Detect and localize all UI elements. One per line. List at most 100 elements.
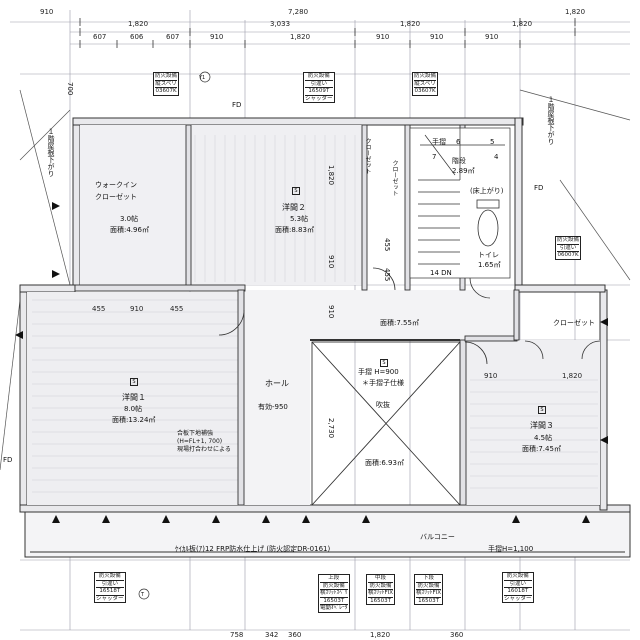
room3-marker: S: [538, 403, 546, 414]
tag3-l1: 防火設備: [414, 73, 437, 79]
tag6-l1: 防火設備: [320, 581, 348, 590]
tag8-l1: 防火設備: [416, 581, 442, 589]
void-marker: S: [380, 356, 388, 367]
tag7-l2: 横ｽﾘｯﾄFIX: [368, 589, 394, 596]
stairs-step-7: 7: [432, 153, 437, 161]
room2-s-marker: S: [292, 187, 300, 195]
floor-board-lines: [32, 135, 598, 493]
dim-row2-b: 3,033: [270, 20, 291, 28]
balcony-outline: [24, 511, 631, 558]
roof-down-right: １階屋根下がり: [547, 96, 555, 145]
dim-closet-455b: 455: [170, 305, 184, 313]
void-rail: 手摺 H=900: [358, 368, 399, 376]
balcony-rail: 手摺H=1,100: [488, 545, 534, 553]
window-markers: [15, 202, 608, 523]
dim-bottom-758: 758: [230, 631, 244, 639]
dim-row2-a: 1,820: [128, 20, 149, 28]
room-walkin-area: 面積:4.96㎡: [110, 226, 149, 234]
dim-v-910: 910: [327, 255, 335, 269]
tag1-l3: 03607K: [155, 87, 178, 94]
dim-bottom-360: 360: [288, 631, 302, 639]
section-markers: [138, 71, 211, 600]
section-y1-label: Y1: [199, 75, 206, 81]
toilet-fixture: [476, 199, 500, 247]
tag2-l2: 引違い: [305, 79, 333, 88]
tag5-l4: シャッター: [96, 594, 124, 602]
balcony-note: ｹｲｶﾙ板(ｱ)12 FRP防水仕上げ (防火認定DR-0161): [175, 545, 331, 553]
dim-row3-a: 607: [93, 33, 107, 41]
tag6-l2: 横ｽﾘｯﾄｽﾍﾞﾘ: [320, 589, 348, 596]
toilet-area: 1.65㎡: [478, 261, 501, 269]
window-tag-2: 防火設備 引違い 16509T シャッター: [303, 72, 335, 103]
tag2-l1: 防火設備: [307, 73, 330, 79]
dim-top-1820: 1,820: [565, 8, 586, 16]
void-area: [310, 339, 461, 506]
balcony-name: バルコニー: [420, 533, 455, 541]
tag7-l1: 防火設備: [368, 581, 394, 589]
fd-label-left: FD: [3, 456, 13, 464]
tag1-l1: 防火設備: [155, 73, 178, 79]
stairs-step-4: 4: [494, 153, 499, 161]
dim-row3-c: 607: [166, 33, 180, 41]
void-s-marker: S: [380, 359, 388, 367]
dim-top-910: 910: [40, 8, 54, 16]
closet-top-label: クローゼット: [364, 138, 371, 174]
stairs-name: 階段: [452, 157, 466, 165]
room2-name: 洋間２: [282, 203, 306, 212]
room-floors: [27, 125, 600, 505]
tag2-l3: 16509T: [305, 87, 333, 95]
tag3-l3: 03607K: [414, 87, 437, 94]
tag9-l3: 16018T: [504, 587, 532, 595]
stairs-step-6: 6: [456, 138, 461, 146]
dim-closet-910: 910: [130, 305, 144, 313]
tag7-l0: 中段: [375, 575, 387, 581]
room1-mat: 8.0帖: [124, 405, 143, 413]
room2-marker: S: [292, 184, 300, 195]
window-tag-8: 下段 防火設備 横ｽﾘｯﾄFIX 16503T: [414, 574, 444, 605]
tag9-l4: シャッター: [504, 594, 532, 602]
stairs-step-5: 5: [490, 138, 495, 146]
room-walkin-name: ウォークイン: [95, 181, 137, 189]
dim-row3-h: 910: [485, 33, 499, 41]
dim-v-455b: 455: [383, 268, 391, 282]
room3-s-marker: S: [538, 406, 546, 414]
floor-note-1: 合板下地補強: [177, 430, 214, 437]
roof-lines: [0, 89, 631, 471]
tag5-l3: 16518T: [96, 587, 124, 595]
dim-row3-b: 606: [130, 33, 144, 41]
window-tag-3: 防火設備 縦スベリ 03607K: [412, 72, 439, 96]
fd-label-right: FD: [534, 184, 544, 192]
dim-v-2730: 2,730: [327, 418, 335, 439]
floor-note-3: 現場打合わせによる: [177, 446, 231, 453]
tag8-l0: 下段: [423, 575, 435, 581]
tag3-l2: 縦スベリ: [414, 79, 437, 87]
tag4-l1: 防火設備: [557, 237, 580, 243]
room3-name: 洋間３: [530, 421, 554, 430]
tag4-l3: 06007K: [557, 251, 580, 258]
hall-name: ホール: [265, 379, 289, 388]
dim-v-910b: 910: [327, 305, 335, 319]
tag6-l0: 上段: [328, 575, 340, 581]
room1-area: 面積:13.24㎡: [112, 416, 156, 424]
hall-area: 面積:7.55㎡: [380, 319, 419, 327]
dim-row3-e: 1,820: [290, 33, 311, 41]
tag6-l4: 電動ｵﾍﾟﾚｰﾀ: [320, 604, 348, 611]
section-t-label: T: [141, 592, 145, 598]
dim-closet-455a: 455: [92, 305, 106, 313]
dim-bottom-342: 342: [265, 631, 279, 639]
floor-note-2: (H=FL+1, 700): [177, 438, 223, 445]
window-tag-6: 上段 防火設備 横ｽﾘｯﾄｽﾍﾞﾘ 16503T 電動ｵﾍﾟﾚｰﾀ: [318, 574, 350, 613]
tag4-l2: 引違い: [557, 243, 580, 252]
toilet-name: トイレ: [478, 251, 499, 259]
window-tag-4: 防火設備 引違い 06007K: [555, 236, 582, 260]
toilet-floor: (床上がり): [470, 187, 504, 195]
stairs-area: 2.89㎡: [452, 167, 475, 175]
dim-row3-d: 910: [210, 33, 224, 41]
room2-mat: 5.3帖: [290, 215, 309, 223]
dim-r3-910: 910: [484, 372, 498, 380]
window-tag-1: 防火設備 縦スベリ 03607K: [153, 72, 180, 96]
dim-bottom-1820: 1,820: [370, 631, 391, 639]
tag7-l3: 16503T: [368, 596, 394, 605]
dim-row2-c: 1,820: [400, 20, 421, 28]
room3-area: 面積:7.45㎡: [522, 445, 561, 453]
